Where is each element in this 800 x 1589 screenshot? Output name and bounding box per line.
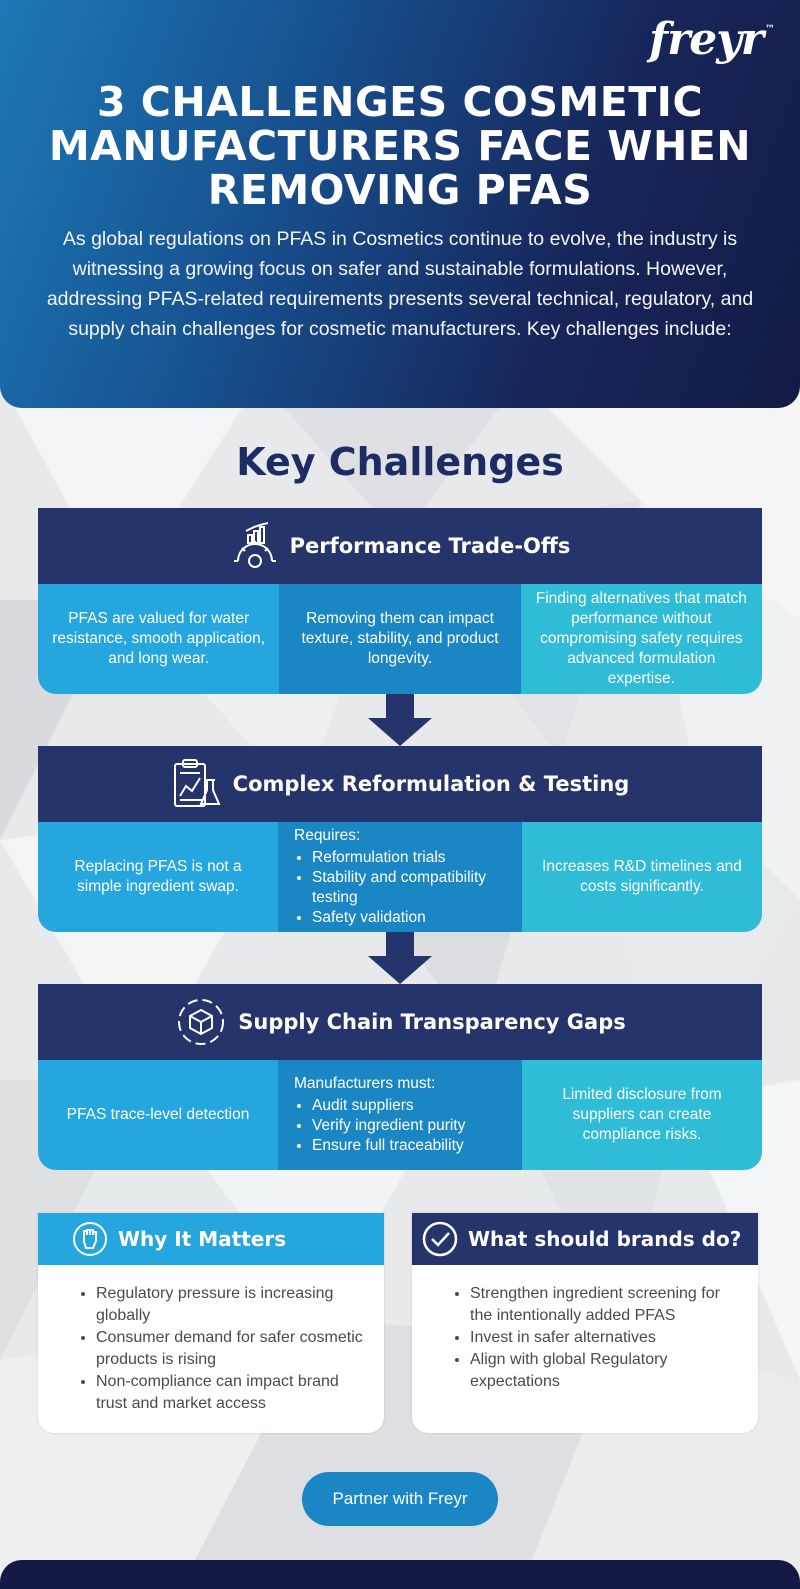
challenge-list-cell: Requires: Reformulation trials Stability… xyxy=(278,822,522,932)
box-header: What should brands do? xyxy=(412,1213,758,1265)
list-heading: Requires: xyxy=(294,827,361,844)
challenge-row: Replacing PFAS is not a simple ingredien… xyxy=(38,822,762,932)
what-brands-do-box: What should brands do? Strengthen ingred… xyxy=(412,1213,758,1433)
fist-icon xyxy=(73,1222,107,1256)
list-item: Non-compliance can impact brand trust an… xyxy=(96,1371,364,1415)
challenge-row: PFAS are valued for water resistance, sm… xyxy=(38,584,762,694)
challenge-card-performance: Performance Trade-Offs PFAS are valued f… xyxy=(38,508,762,694)
list-item: Verify ingredient purity xyxy=(312,1116,465,1136)
challenge-title: Performance Trade-Offs xyxy=(289,534,571,558)
challenge-header: Supply Chain Transparency Gaps xyxy=(38,984,762,1060)
list-item: Consumer demand for safer cosmetic produ… xyxy=(96,1327,364,1371)
challenge-row: PFAS trace-level detection Manufacturers… xyxy=(38,1060,762,1170)
challenge-cell: PFAS are valued for water resistance, sm… xyxy=(38,584,280,694)
list-item: Audit suppliers xyxy=(312,1096,465,1116)
list-item: Invest in safer alternatives xyxy=(470,1327,738,1349)
intro-paragraph: As global regulations on PFAS in Cosmeti… xyxy=(46,228,754,340)
challenge-cell: Finding alternatives that match performa… xyxy=(520,584,762,694)
list-heading: Manufacturers must: xyxy=(294,1075,436,1092)
down-arrow-icon xyxy=(368,694,432,746)
list-item: Ensure full traceability xyxy=(312,1136,465,1156)
why-list: Regulatory pressure is increasing global… xyxy=(38,1283,384,1415)
page-title: 3 CHALLENGES COSMETIC MANUFACTURERS FACE… xyxy=(48,78,752,214)
supply-chain-cube-icon xyxy=(178,999,225,1045)
box-title: What should brands do? xyxy=(468,1227,742,1251)
requirements-list: Audit suppliers Verify ingredient purity… xyxy=(294,1096,465,1156)
list-item: Regulatory pressure is increasing global… xyxy=(96,1283,364,1327)
box-title: Why It Matters xyxy=(118,1227,287,1251)
challenge-card-reformulation: Complex Reformulation & Testing Replacin… xyxy=(38,746,762,932)
challenge-cell: PFAS trace-level detection xyxy=(38,1060,278,1170)
check-circle-icon xyxy=(422,1221,458,1257)
partner-button[interactable]: Partner with Freyr xyxy=(302,1472,498,1526)
list-item: Reformulation trials xyxy=(312,848,510,868)
what-list: Strengthen ingredient screening for the … xyxy=(412,1283,758,1393)
challenge-cell: Replacing PFAS is not a simple ingredien… xyxy=(38,822,278,932)
challenge-cell: Limited disclosure from suppliers can cr… xyxy=(522,1060,762,1170)
logo-tm: ™ xyxy=(765,24,775,35)
logo-text: freyr xyxy=(649,14,764,65)
list-item: Stability and compatibility testing xyxy=(312,868,510,908)
challenge-list-cell: Manufacturers must: Audit suppliers Veri… xyxy=(278,1060,522,1170)
list-item: Strengthen ingredient screening for the … xyxy=(470,1283,738,1327)
clipboard-lab-icon xyxy=(173,759,221,807)
footer-bar xyxy=(0,1560,800,1589)
challenge-title: Complex Reformulation & Testing xyxy=(232,772,630,796)
requirements-list: Reformulation trials Stability and compa… xyxy=(294,848,510,928)
challenge-card-supply-chain: Supply Chain Transparency Gaps PFAS trac… xyxy=(38,984,762,1170)
gear-chart-icon xyxy=(233,522,276,568)
box-header: Why It Matters xyxy=(38,1213,384,1265)
challenge-header: Performance Trade-Offs xyxy=(38,508,762,584)
why-it-matters-box: Why It Matters Regulatory pressure is in… xyxy=(38,1213,384,1433)
challenge-title: Supply Chain Transparency Gaps xyxy=(238,1010,626,1034)
section-title: Key Challenges xyxy=(236,440,564,484)
list-item: Align with global Regulatory expectation… xyxy=(470,1349,738,1393)
challenge-header: Complex Reformulation & Testing xyxy=(38,746,762,822)
down-arrow-icon xyxy=(368,932,432,984)
challenge-cell: Increases R&D timelines and costs signif… xyxy=(522,822,762,932)
list-item: Safety validation xyxy=(312,908,510,928)
challenge-cell: Removing them can impact texture, stabil… xyxy=(279,584,521,694)
